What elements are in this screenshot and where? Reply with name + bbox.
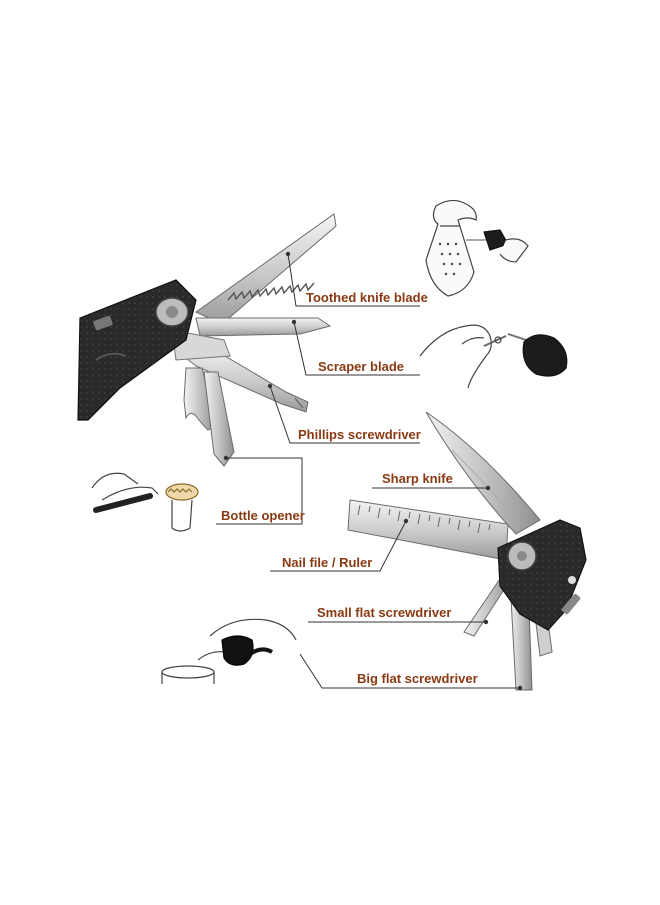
lower-multitool <box>347 411 587 691</box>
bottle-opener-sketch-icon <box>91 472 199 532</box>
ruler-ticks <box>357 504 491 534</box>
label-nail-file-ruler: Nail file / Ruler <box>282 555 373 570</box>
label-scraper-blade: Scraper blade <box>318 359 404 374</box>
upper-multitool <box>77 213 337 467</box>
scraper-hand-sketch-icon <box>419 324 568 389</box>
fish-scaling-sketch-icon <box>425 199 529 297</box>
leader-bigflat <box>299 653 520 689</box>
label-toothed-knife-blade: Toothed knife blade <box>306 290 428 305</box>
scraper-blade-shape <box>195 317 332 337</box>
flat-screwdriver-sketch-icon <box>161 618 297 684</box>
leader-toothed <box>287 253 420 307</box>
leader-lines <box>216 253 520 689</box>
label-small-flat-screwdriver: Small flat screwdriver <box>317 605 452 620</box>
nail-file-ruler-shape <box>347 499 509 561</box>
toothed-knife-blade-shape <box>195 213 337 325</box>
sharp-knife-shape <box>425 411 541 535</box>
saw-teeth <box>227 282 315 301</box>
label-bottle-opener: Bottle opener <box>221 508 305 523</box>
lower-handle <box>497 519 587 631</box>
lower-tool-blade-shape <box>203 371 235 467</box>
leader-bottle <box>216 457 303 525</box>
label-phillips-screwdriver: Phillips screwdriver <box>298 427 421 442</box>
label-sharp-knife: Sharp knife <box>382 471 453 486</box>
leader-scraper <box>293 321 420 376</box>
leader-phillips <box>269 385 420 444</box>
label-big-flat-screwdriver: Big flat screwdriver <box>357 671 478 686</box>
leader-dots <box>223 251 523 691</box>
leader-nail <box>270 520 407 572</box>
